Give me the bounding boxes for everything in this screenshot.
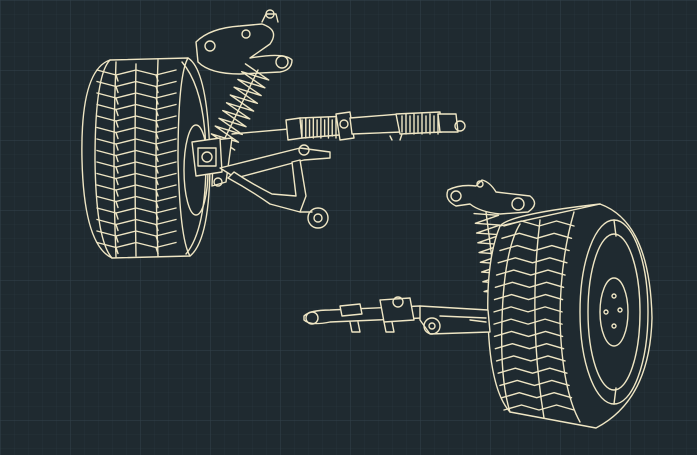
rear-right-tread [493,219,575,419]
tread-block [96,207,177,214]
tread-block [497,367,568,374]
tread-block [96,195,177,203]
tread-block [503,404,575,411]
tread-block [96,115,177,122]
rack-boot-right [401,113,439,135]
tread-block [494,281,565,289]
tread-block [501,392,573,399]
front-left-wheel [81,57,211,259]
tread-block [96,161,177,168]
tread-block [493,306,563,313]
tread-block [495,355,566,362]
rear-right-assembly [303,179,653,429]
tread-block [96,184,177,191]
front-left-coil-spring [210,63,270,151]
rear-right-control-arm [419,305,491,335]
front-left-strut [191,137,233,187]
steering-rack [231,111,466,141]
front-left-control-arm [219,144,331,229]
damper-rod [223,69,259,141]
rear-right-upper-mount [446,179,536,215]
tread-block [501,232,573,239]
tread-block [499,244,570,252]
rack-boot-left [301,117,337,139]
tread-block [494,342,565,350]
front-left-tread [96,59,177,258]
tread-rib [134,63,137,257]
front-left-upper-mount [195,9,293,75]
tread-block [499,379,570,387]
rear-right-wheel [487,203,653,429]
tread-block [96,126,177,134]
tread-block [493,293,564,301]
tread-block [96,138,177,145]
tread-block [497,257,568,264]
tread-rib [113,61,117,258]
tread-block [96,149,177,157]
tread-block [96,172,177,180]
tread-rib [534,219,545,419]
front-left-assembly [81,9,466,259]
tread-rib [155,59,159,257]
tread-block [493,318,563,325]
tread-block [493,330,564,338]
tread-block [495,269,566,276]
